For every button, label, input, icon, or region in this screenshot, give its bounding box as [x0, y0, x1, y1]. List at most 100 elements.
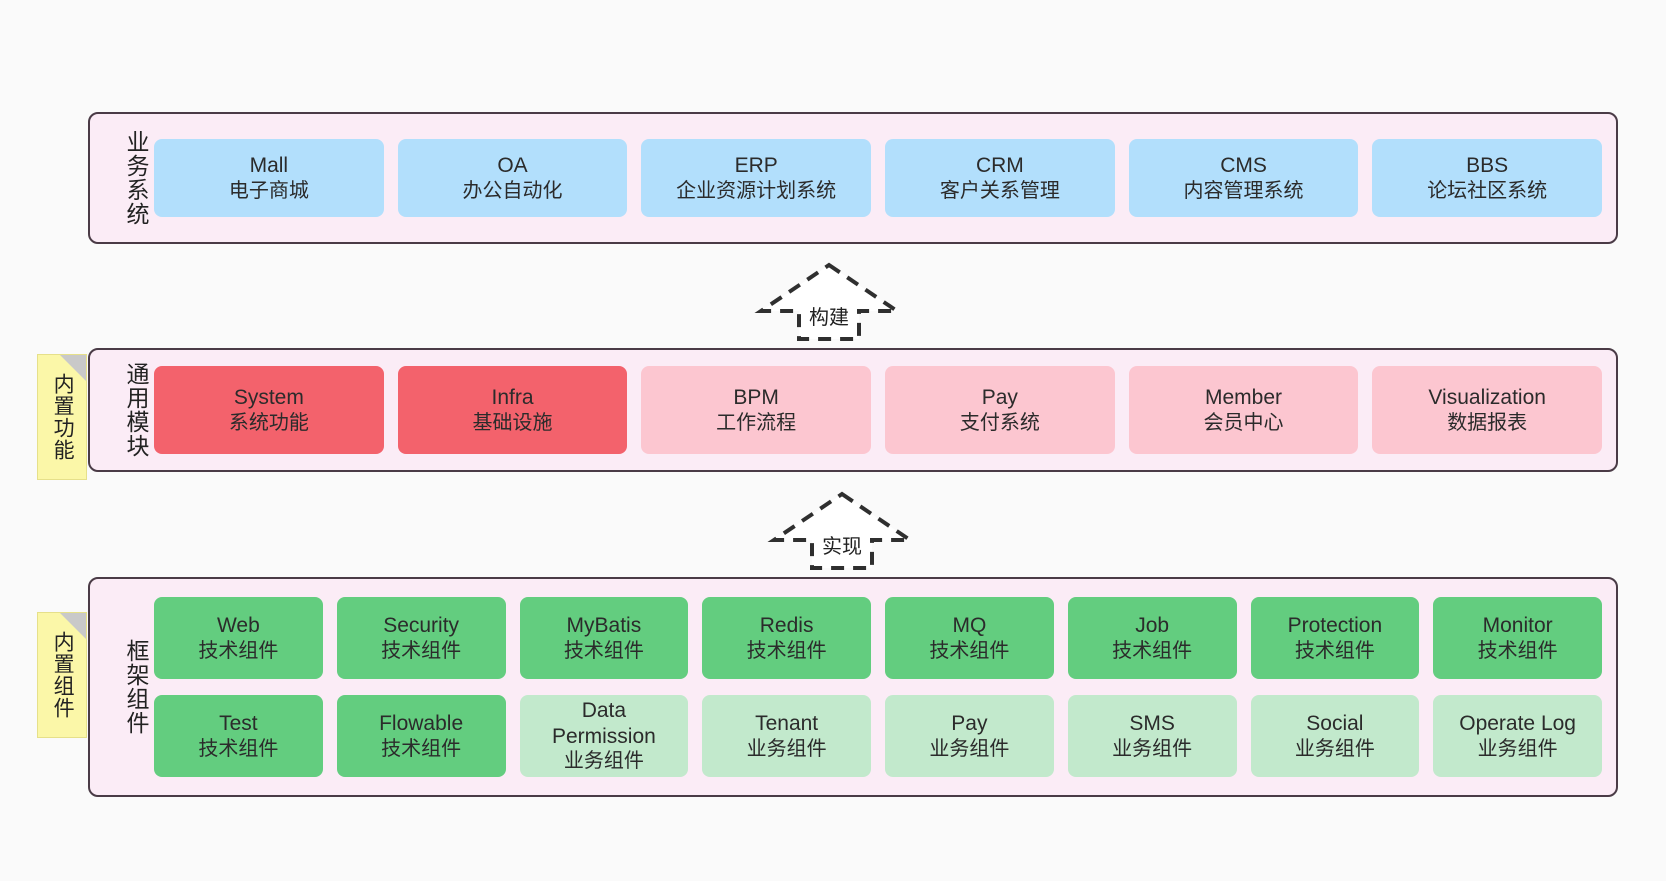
cell-desc: 技术组件	[563, 639, 644, 662]
cell-title: Pay	[981, 386, 1018, 409]
cell-desc: 业务组件	[563, 750, 644, 773]
cell-infra[interactable]: Infra 基础设施	[397, 366, 628, 454]
cell-title: Member	[1205, 386, 1283, 409]
cell-title: CMS	[1220, 154, 1267, 177]
cell-mybatis[interactable]: MyBatis 技术组件	[519, 597, 689, 679]
cell-crm[interactable]: CRM 客户关系管理	[885, 139, 1115, 217]
cell-cms[interactable]: CMS 内容管理系统	[1128, 139, 1359, 217]
cell-title: OA	[497, 154, 528, 177]
framework-row-business: Test 技术组件 Flowable 技术组件 Data Permission …	[154, 695, 1602, 777]
cell-title: Web	[216, 614, 260, 637]
note-builtin-functions: 内置功能	[37, 354, 87, 480]
cell-erp[interactable]: ERP 企业资源计划系统	[641, 139, 872, 217]
cell-desc: 技术组件	[1112, 639, 1193, 662]
cell-web[interactable]: Web 技术组件	[154, 597, 323, 679]
cell-title: System	[233, 386, 304, 409]
cell-desc: 数据报表	[1447, 411, 1528, 434]
arrow-implement-label: 实现	[822, 536, 862, 558]
note-label: 内置功能	[51, 373, 75, 461]
note-label: 内置组件	[51, 631, 75, 719]
cell-social[interactable]: Social 业务组件	[1250, 695, 1420, 777]
framework-cell-grid: Web 技术组件 Security 技术组件 MyBatis 技术组件 Redi…	[148, 579, 1616, 795]
cell-flowable[interactable]: Flowable 技术组件	[336, 695, 506, 777]
cell-title: Security	[383, 614, 460, 637]
cell-pay-component[interactable]: Pay 业务组件	[885, 695, 1054, 777]
cell-desc: 基础设施	[472, 411, 553, 434]
cell-mall[interactable]: Mall 电子商城	[154, 139, 384, 217]
cell-title: CRM	[975, 154, 1024, 177]
cell-title: BBS	[1466, 154, 1509, 177]
cell-security[interactable]: Security 技术组件	[336, 597, 506, 679]
cell-oa[interactable]: OA 办公自动化	[397, 139, 628, 217]
note-fold-corner	[60, 613, 86, 639]
cell-job[interactable]: Job 技术组件	[1067, 597, 1237, 679]
cell-title: Redis	[759, 614, 814, 637]
cell-title: Protection	[1287, 614, 1383, 637]
layer-general-modules: 通用模块 System 系统功能 Infra 基础设施 BPM 工作流程 Pay…	[88, 348, 1618, 472]
cell-protection[interactable]: Protection 技术组件	[1250, 597, 1420, 679]
cell-operate-log[interactable]: Operate Log 业务组件	[1433, 695, 1602, 777]
note-fold-corner	[60, 355, 86, 381]
cell-title: Operate Log	[1459, 712, 1576, 735]
cell-system[interactable]: System 系统功能	[154, 366, 384, 454]
cell-desc: 技术组件	[198, 737, 279, 760]
cell-desc: 业务组件	[746, 737, 827, 760]
cell-test[interactable]: Test 技术组件	[154, 695, 323, 777]
cell-desc: 客户关系管理	[939, 179, 1060, 202]
cell-title: MyBatis	[566, 614, 642, 637]
cell-desc: 业务组件	[1112, 737, 1193, 760]
cell-desc: 办公自动化	[462, 179, 563, 202]
cell-mq[interactable]: MQ 技术组件	[885, 597, 1054, 679]
cell-pay-module[interactable]: Pay 支付系统	[885, 366, 1115, 454]
cell-title: Infra	[491, 386, 534, 409]
cell-title: ERP	[734, 154, 778, 177]
note-builtin-components: 内置组件	[37, 612, 87, 738]
cell-desc: 业务组件	[929, 737, 1010, 760]
cell-title: Job	[1135, 614, 1170, 637]
cell-desc: 技术组件	[1477, 639, 1558, 662]
cell-desc: 支付系统	[959, 411, 1040, 434]
layer-framework-components: 框架组件 Web 技术组件 Security 技术组件 MyBatis 技术组件…	[88, 577, 1618, 797]
layer-label-modules: 通用模块	[123, 362, 149, 458]
cell-desc: 技术组件	[746, 639, 827, 662]
cell-desc: 会员中心	[1203, 411, 1284, 434]
cell-title: BPM	[733, 386, 779, 409]
cell-title: Tenant	[755, 712, 819, 735]
framework-row-technical: Web 技术组件 Security 技术组件 MyBatis 技术组件 Redi…	[154, 597, 1602, 679]
layer-label-framework: 框架组件	[123, 639, 149, 735]
cell-data-permission[interactable]: Data Permission 业务组件	[519, 695, 689, 777]
cell-sms[interactable]: SMS 业务组件	[1067, 695, 1237, 777]
layer-label-business: 业务系统	[123, 130, 149, 226]
cell-desc: 技术组件	[381, 639, 462, 662]
cell-desc: 工作流程	[716, 411, 797, 434]
business-cell-row: Mall 电子商城 OA 办公自动化 ERP 企业资源计划系统 CRM 客户关系…	[148, 114, 1616, 242]
modules-cell-row: System 系统功能 Infra 基础设施 BPM 工作流程 Pay 支付系统…	[148, 350, 1616, 470]
arrow-implement: 实现	[767, 490, 917, 570]
cell-redis[interactable]: Redis 技术组件	[702, 597, 871, 679]
cell-bbs[interactable]: BBS 论坛社区系统	[1372, 139, 1603, 217]
cell-tenant[interactable]: Tenant 业务组件	[702, 695, 871, 777]
cell-desc: 内容管理系统	[1183, 179, 1304, 202]
cell-title: Monitor	[1482, 614, 1553, 637]
cell-visualization[interactable]: Visualization 数据报表	[1372, 366, 1603, 454]
cell-title: MQ	[952, 614, 987, 637]
cell-title: Visualization	[1428, 386, 1546, 409]
cell-desc: 论坛社区系统	[1427, 179, 1548, 202]
cell-title: Flowable	[379, 712, 464, 735]
cell-monitor[interactable]: Monitor 技术组件	[1433, 597, 1602, 679]
cell-title: Pay	[951, 712, 988, 735]
cell-desc: 企业资源计划系统	[676, 179, 837, 202]
cell-desc: 业务组件	[1477, 737, 1558, 760]
cell-desc: 技术组件	[929, 639, 1010, 662]
cell-bpm[interactable]: BPM 工作流程	[641, 366, 872, 454]
arrow-build-label: 构建	[809, 307, 849, 329]
cell-title: Mall	[249, 154, 289, 177]
cell-desc: 电子商城	[228, 179, 309, 202]
layer-business-system: 业务系统 Mall 电子商城 OA 办公自动化 ERP 企业资源计划系统 CRM…	[88, 112, 1618, 244]
cell-member[interactable]: Member 会员中心	[1128, 366, 1359, 454]
cell-desc: 业务组件	[1294, 737, 1375, 760]
cell-desc: 技术组件	[198, 639, 279, 662]
cell-desc: 技术组件	[381, 737, 462, 760]
arrow-build: 构建	[754, 261, 904, 341]
